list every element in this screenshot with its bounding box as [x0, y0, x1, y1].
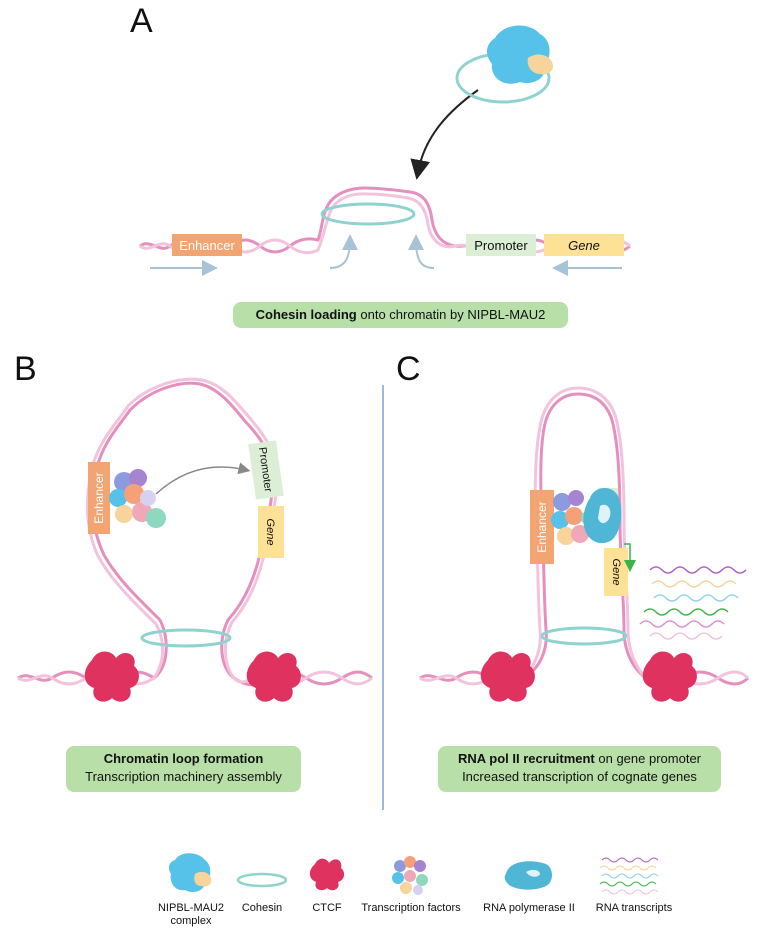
gene-label-b: Gene: [264, 519, 276, 546]
caption-b-line2: Transcription machinery assembly: [85, 769, 282, 784]
ctcf-left-c: [480, 651, 535, 702]
gene-label-a: Gene: [568, 238, 600, 253]
legend-label-ctcf: CTCF: [312, 902, 342, 914]
panel-b: Enhancer Promoter Gene: [17, 377, 373, 702]
legend-nipbl-line2: complex: [170, 915, 212, 927]
caption-c-line1-rest: on gene promoter: [594, 751, 701, 766]
enhancer-box-b: [88, 462, 110, 534]
rna-polymerase-icon: [504, 861, 552, 890]
enhancer-box-c: [530, 490, 554, 564]
caption-a-rest: onto chromatin by NIPBL-MAU2: [356, 307, 546, 322]
panel-c-letter: C: [396, 350, 421, 388]
extrusion-arrow-up-right: [408, 234, 435, 269]
ctcf-icon: [309, 858, 345, 891]
loading-arrow: [410, 89, 479, 180]
panel-b-letter: B: [14, 350, 37, 388]
legend-nipbl-line1: NIPBL-MAU2: [157, 902, 225, 914]
ctcf-left-b: [84, 651, 139, 702]
cohesin-ring-icon: [236, 872, 288, 888]
gene-box-c: [604, 548, 628, 596]
nipbl-mau2-icon: [168, 853, 212, 892]
transcription-factors-icon: [392, 856, 428, 895]
legend-label-tf: Transcription factors: [361, 902, 461, 914]
enhancer-label-b: Enhancer: [92, 472, 106, 523]
nipbl-mau2-complex-a: [455, 25, 554, 104]
caption-c: RNA pol II recruitment on gene promoter …: [438, 746, 721, 792]
ctcf-right-c: [642, 651, 697, 702]
legend-label-rna: RNA transcripts: [595, 902, 673, 914]
panel-a: Enhancer Promoter Gene: [139, 25, 631, 276]
enhancer-label-c: Enhancer: [535, 501, 549, 552]
caption-c-line1-bold: RNA pol II recruitment: [458, 751, 595, 766]
extrusion-arrow-up-left: [329, 234, 358, 269]
promoter-box-a: [466, 234, 536, 256]
legend-icons: [168, 853, 659, 895]
gene-box-a: [544, 234, 624, 256]
caption-c-line2: Increased transcription of cognate genes: [462, 769, 697, 784]
transcription-factors-b: [109, 469, 166, 528]
ctcf-right-b: [246, 651, 301, 702]
legend-label-nipbl: NIPBL-MAU2 complex: [146, 902, 236, 928]
rna-polymerase-c: [583, 487, 622, 544]
transcription-start-arrow: [624, 543, 636, 572]
caption-a-bold: Cohesin loading: [255, 307, 357, 322]
caption-a: Cohesin loading onto chromatin by NIPBL-…: [233, 302, 568, 328]
panel-c: Enhancer Gene: [419, 386, 750, 702]
gene-label-c: Gene: [610, 559, 622, 586]
promoter-label-a: Promoter: [474, 238, 528, 253]
cohesin-ring-c: [540, 626, 628, 646]
cohesin-ring-b: [140, 628, 232, 648]
legend-label-cohesin: Cohesin: [241, 902, 283, 914]
enhancer-label-a: Enhancer: [179, 238, 235, 253]
rna-transcripts-icon: [599, 857, 659, 895]
caption-b-line1: Chromatin loop formation: [103, 751, 264, 766]
gene-box-b: [258, 506, 284, 558]
promoter-box-b: [248, 440, 284, 500]
caption-b: Chromatin loop formation Transcription m…: [66, 746, 301, 792]
cohesin-ring-a: [320, 202, 416, 226]
rna-transcripts-c: [639, 566, 747, 640]
panel-a-letter: A: [130, 2, 153, 40]
enhancer-box-a: [172, 234, 242, 256]
dna-loop-b: [17, 377, 373, 687]
legend-label-pol2: RNA polymerase II: [483, 902, 575, 914]
assembly-arrow-b: [155, 462, 251, 495]
